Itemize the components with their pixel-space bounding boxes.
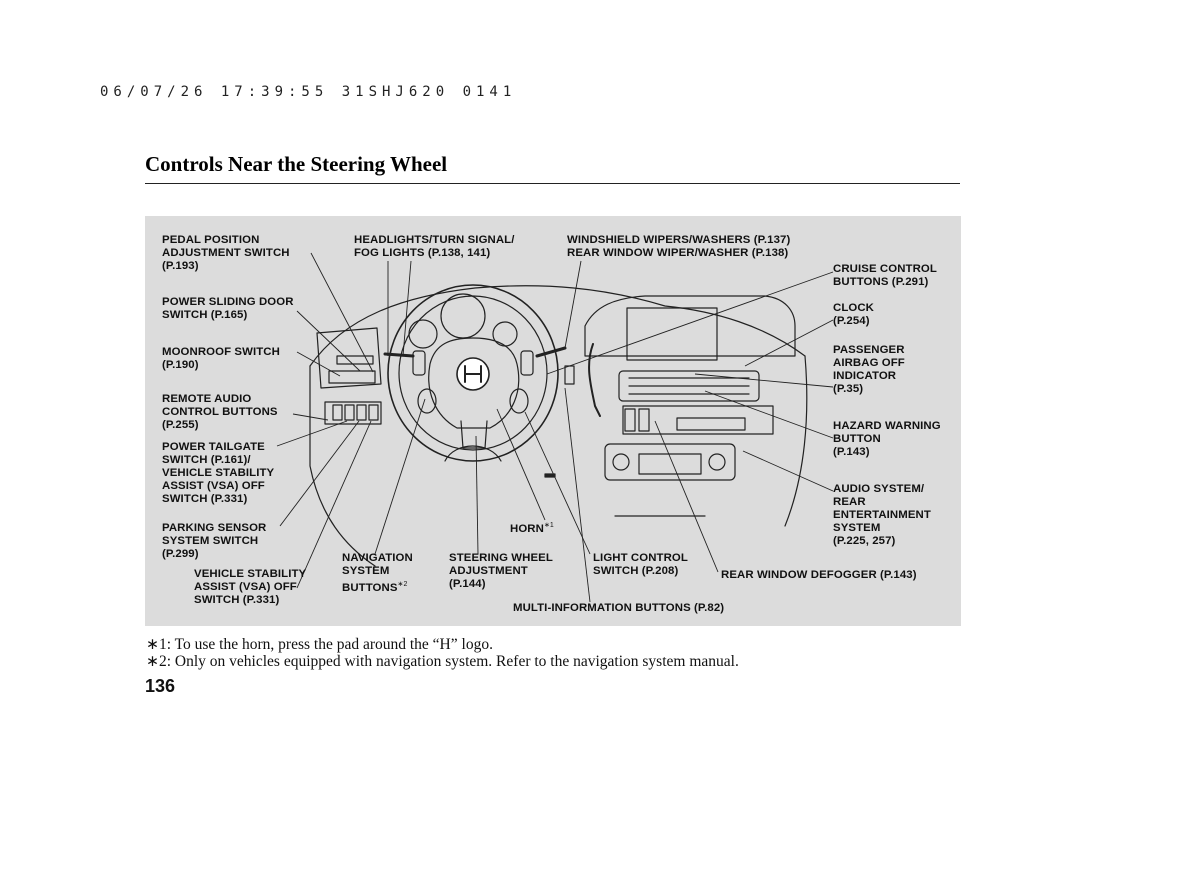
label-moonroof: MOONROOF SWITCH (P.190) [162,346,280,371]
title-rule [145,183,960,184]
dashboard-illustration [276,252,834,603]
footnote-1: ∗1: To use the horn, press the pad aroun… [146,636,493,653]
dashboard-diagram: PEDAL POSITION ADJUSTMENT SWITCH (P.193)… [145,216,961,626]
label-clock: CLOCK (P.254) [833,302,874,327]
label-navigation-buttons: NAVIGATION SYSTEM BUTTONS∗2 [342,552,413,594]
print-stamp: 06/07/26 17:39:55 31SHJ620 0141 [100,84,517,100]
label-steering-adjustment: STEERING WHEEL ADJUSTMENT (P.144) [449,552,553,590]
label-power-tailgate: POWER TAILGATE SWITCH (P.161)/ VEHICLE S… [162,441,275,505]
label-headlights: HEADLIGHTS/TURN SIGNAL/ FOG LIGHTS (P.13… [354,234,515,259]
label-remote-audio: REMOTE AUDIO CONTROL BUTTONS (P.255) [162,393,278,431]
label-multi-information: MULTI-INFORMATION BUTTONS (P.82) [513,602,725,614]
label-cruise-control: CRUISE CONTROL BUTTONS (P.291) [833,263,937,288]
label-airbag-off: PASSENGER AIRBAG OFF INDICATOR (P.35) [833,344,905,395]
label-light-control: LIGHT CONTROL SWITCH (P.208) [593,552,688,577]
page-title: Controls Near the Steering Wheel [145,152,448,176]
label-wipers: WINDSHIELD WIPERS/WASHERS (P.137) REAR W… [567,234,791,259]
page-number: 136 [145,676,176,696]
label-power-sliding-door: POWER SLIDING DOOR SWITCH (P.165) [162,296,294,321]
label-pedal-position: PEDAL POSITION ADJUSTMENT SWITCH (P.193) [162,234,290,272]
label-rear-defogger: REAR WINDOW DEFOGGER (P.143) [721,569,917,581]
label-parking-sensor: PARKING SENSOR SYSTEM SWITCH (P.299) [162,522,267,560]
footnote-2: ∗2: Only on vehicles equipped with navig… [146,653,739,670]
label-horn: HORN∗1 [510,522,554,535]
label-hazard: HAZARD WARNING BUTTON (P.143) [833,420,941,458]
label-vsa-off: VEHICLE STABILITY ASSIST (VSA) OFF SWITC… [194,568,307,606]
label-audio-system: AUDIO SYSTEM/ REAR ENTERTAINMENT SYSTEM … [833,483,931,547]
